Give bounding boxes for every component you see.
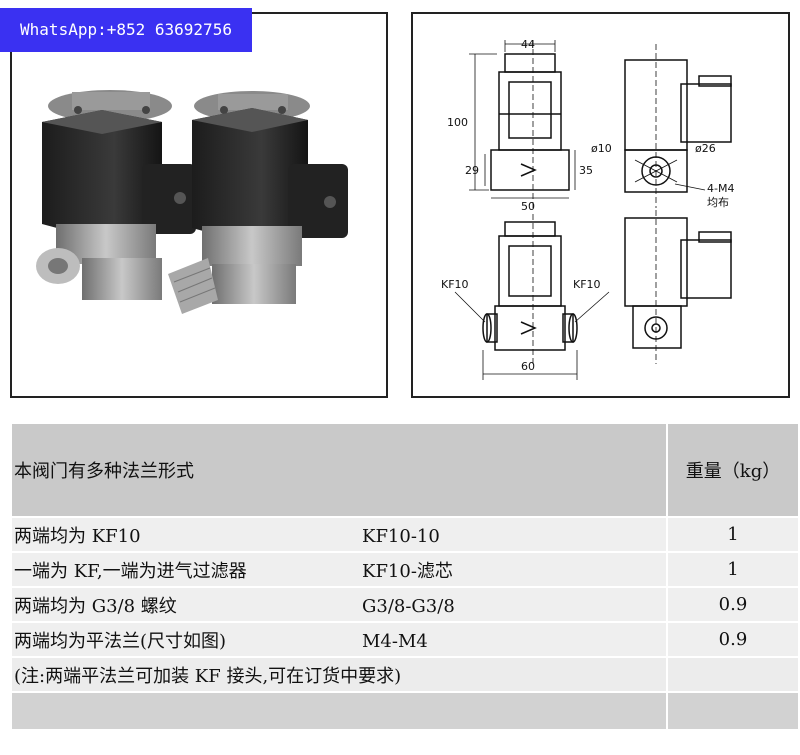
row-description: 两端均为 KF10 [14,525,141,547]
front-view [469,40,576,208]
row-description: 一端为 KF,一端为进气过滤器 [14,560,247,582]
kf10-left-label: KF10 [441,278,469,291]
dimension-drawing: 44 100 29 35 50 ø10 ø26 4-M4 均布 [441,38,734,380]
kf-side-view [624,210,732,364]
row-description: 两端均为平法兰(尺寸如图) [14,630,227,652]
flange-spec-table: 本阀门有多种法兰形式 重量（kg） 两端均为 KF10 KF10-10 1 一端为… [10,422,800,731]
row-code: KF10-10 [362,525,440,547]
dim-phi26: ø26 [695,142,716,155]
technical-drawing-panel: 44 100 29 35 50 ø10 ø26 4-M4 均布 [411,12,790,398]
dim-4m4: 4-M4 [707,182,734,195]
row-code: M4-M4 [362,630,428,652]
dim-35: 35 [579,164,593,177]
side-view [624,44,732,208]
valve-2 [168,91,348,314]
whatsapp-watermark: WhatsApp:+852 63692756 [0,8,252,52]
table-row: 一端为 KF,一端为进气过滤器 KF10-滤芯 1 [10,551,800,588]
table-row: 两端均为 G3/8 螺纹 G3/8-G3/8 0.9 [10,586,800,623]
table-note-row: (注:两端平法兰可加装 KF 接头,可在订货中要求) [10,656,800,693]
row-weight: 0.9 [666,586,800,623]
product-photo-panel [10,12,388,398]
dim-60: 60 [521,360,535,373]
row-code: KF10-滤芯 [362,560,453,582]
kf-front-view [454,214,610,380]
row-weight: 0.9 [666,621,800,658]
dim-junbu: 均布 [707,196,729,209]
dim-phi10: ø10 [591,142,612,155]
header-description: 本阀门有多种法兰形式 [10,422,668,518]
dim-29: 29 [465,164,479,177]
table-header-row: 本阀门有多种法兰形式 重量（kg） [10,422,800,518]
row-weight: 1 [666,516,800,553]
kf10-right-label: KF10 [573,278,601,291]
row-code: G3/8-G3/8 [362,595,455,617]
valve-1 [36,90,196,300]
dim-100: 100 [447,116,468,129]
table-note: (注:两端平法兰可加装 KF 接头,可在订货中要求) [10,656,668,693]
dim-44: 44 [521,38,535,51]
row-weight: 1 [666,551,800,588]
dim-50: 50 [521,200,535,213]
valve-photo [36,90,348,314]
row-description: 两端均为 G3/8 螺纹 [14,595,177,617]
table-row: 两端均为 KF10 KF10-10 1 [10,516,800,553]
table-row: 两端均为平法兰(尺寸如图) M4-M4 0.9 [10,621,800,658]
header-weight: 重量（kg） [666,422,800,518]
table-empty-row [10,691,800,731]
